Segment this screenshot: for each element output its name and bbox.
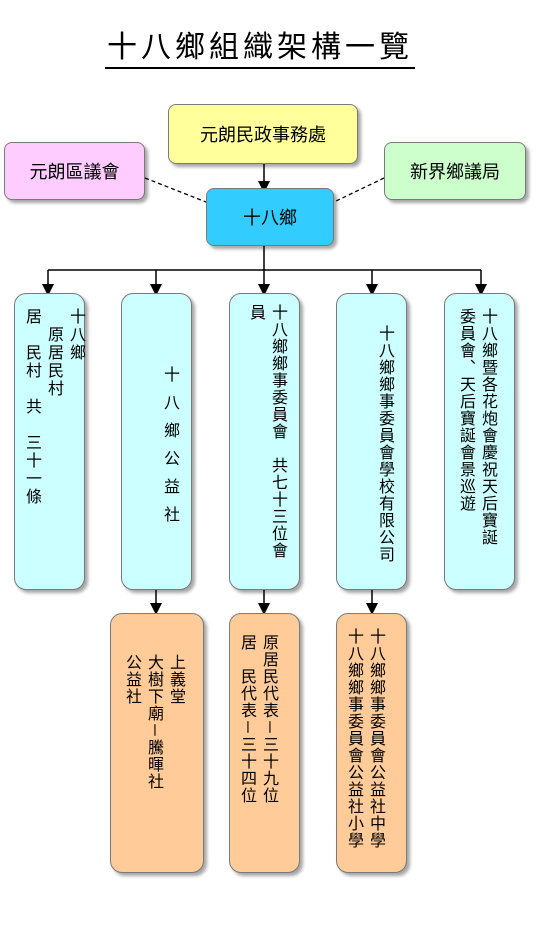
sub-label: 上義堂 大樹下廟－騰暉社 公益社 <box>123 654 186 791</box>
branch-school-company: 十八鄉鄉事委員會學校有限公司 <box>336 293 407 590</box>
branch-public-welfare: 十八鄉公益社 <box>121 293 192 590</box>
node-home-affairs-office: 元朗民政事務處 <box>168 104 358 164</box>
page-title: 十八鄉組織架構一覽 <box>0 22 520 69</box>
sub-village-reps: 原居民代表－三十九位 居 民代表－三十四位 <box>229 613 300 873</box>
branch-label: 十八鄉暨各花炮會慶祝天后寶誕 委員會、天后寶誕會景巡遊 <box>457 308 498 546</box>
sub-schools: 十八鄉鄉事委員會公益社中學 十八鄉鄉事委員會公益社小學 <box>336 613 407 873</box>
branch-label: 十八鄉鄉事委員會學校有限公司 <box>376 324 395 563</box>
branch-tin-hau-festival: 十八鄉暨各花炮會慶祝天后寶誕 委員會、天后寶誕會景巡遊 <box>444 293 515 590</box>
node-shap-pat-heung: 十八鄉 <box>206 188 334 246</box>
branch-label: 十八鄉鄉事委員會 共七十三位會員 <box>247 304 288 559</box>
dashed-district-link <box>144 177 207 203</box>
branch-label: 十八鄉公益社 <box>161 365 180 534</box>
node-label: 元朗區議會 <box>29 162 120 183</box>
branch-villages: 十八鄉 原居民村 居 民村 共 三十一條 <box>14 293 86 590</box>
dashed-newterr-link <box>333 177 385 203</box>
node-label: 十八鄉 <box>243 208 297 229</box>
sub-label: 十八鄉鄉事委員會公益社中學 十八鄉鄉事委員會公益社小學 <box>345 628 386 849</box>
node-heung-yee-kuk: 新界鄉議局 <box>384 142 526 200</box>
node-district-council: 元朗區議會 <box>4 142 145 200</box>
node-label: 元朗民政事務處 <box>200 125 326 146</box>
branch-rural-committee: 十八鄉鄉事委員會 共七十三位會員 <box>229 293 300 590</box>
sub-temple-groups: 上義堂 大樹下廟－騰暉社 公益社 <box>110 613 204 873</box>
title-text: 十八鄉組織架構一覽 <box>105 30 415 69</box>
sub-label: 原居民代表－三十九位 居 民代表－三十四位 <box>238 634 279 805</box>
branch-label: 十八鄉 原居民村 居 民村 共 三十一條 <box>23 308 86 506</box>
node-label: 新界鄉議局 <box>410 162 500 183</box>
